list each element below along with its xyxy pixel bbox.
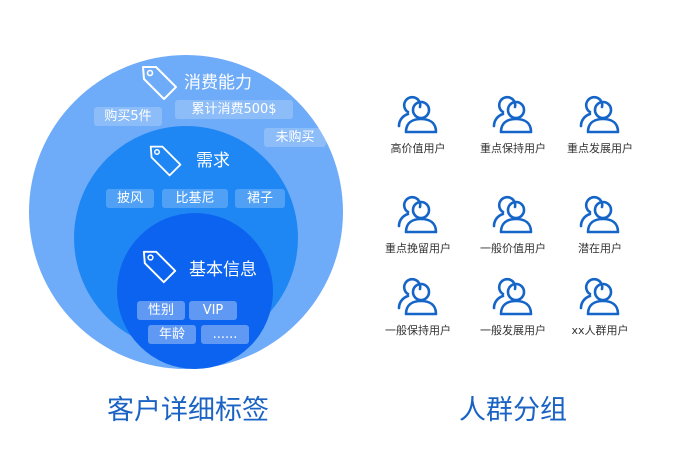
crowd-group-label: 一般发展用户 [480,324,546,337]
tag-icon [142,66,177,100]
tag-chip: 披风 [106,189,154,208]
tag-chip: 裙子 [235,189,285,208]
user-group-icon [579,95,620,134]
crowd-group-item: 一般价值用户 [463,192,563,256]
consumption-title: 消费能力 [184,73,252,93]
crowd-group-item: 重点保持用户 [463,92,563,156]
tag-chip: ...... [201,325,249,344]
crowd-group-label: 一般价值用户 [480,242,546,255]
crowd-group-label: 重点挽留用户 [385,242,451,255]
user-group-icon [579,195,620,234]
crowd-group-label: 潜在用户 [578,242,622,255]
tag-icon [142,250,177,284]
tag-chip: 性别 [137,301,185,320]
user-group-icon [492,95,533,134]
user-group-icon [397,277,438,316]
crowd-group-label: 重点发展用户 [567,142,633,155]
crowd-group-item: 重点挽留用户 [368,192,468,256]
user-group-icon [579,277,620,316]
crowd-group-caption: 人群分组 [459,395,567,426]
user-group-icon [492,195,533,234]
basic-info-circle [117,213,273,369]
crowd-group-item: 一般保持用户 [368,274,468,338]
user-group-icon [397,195,438,234]
crowd-group-item: 高价值用户 [368,92,468,156]
crowd-group-item: 一般发展用户 [463,274,563,338]
crowd-group-label: 重点保持用户 [480,142,546,155]
tag-chip: 比基尼 [162,189,228,208]
tag-chip: 累计消费500$ [175,100,293,119]
customer-tag-diagram: 消费能力 购买5件 累计消费500$ 未购买 需求 披风 比基尼 裙子 基本信息… [29,55,343,369]
customer-tags-caption: 客户详细标签 [107,395,269,426]
crowd-group-label: xx人群用户 [571,324,629,337]
user-group-icon [492,277,533,316]
crowd-group-item: 重点发展用户 [550,92,650,156]
crowd-group-label: 高价值用户 [390,142,446,155]
tag-chip: 未购买 [264,128,326,147]
basic-info-title: 基本信息 [189,260,257,280]
crowd-group-item: xx人群用户 [550,274,650,338]
tag-chip: VIP [189,301,237,320]
demand-title: 需求 [196,151,230,171]
tag-chip: 年龄 [148,325,196,344]
user-group-icon [397,95,438,134]
tag-chip: 购买5件 [94,107,162,126]
tag-icon [149,145,182,177]
crowd-group-label: 一般保持用户 [385,324,451,337]
crowd-group-item: 潜在用户 [550,192,650,256]
